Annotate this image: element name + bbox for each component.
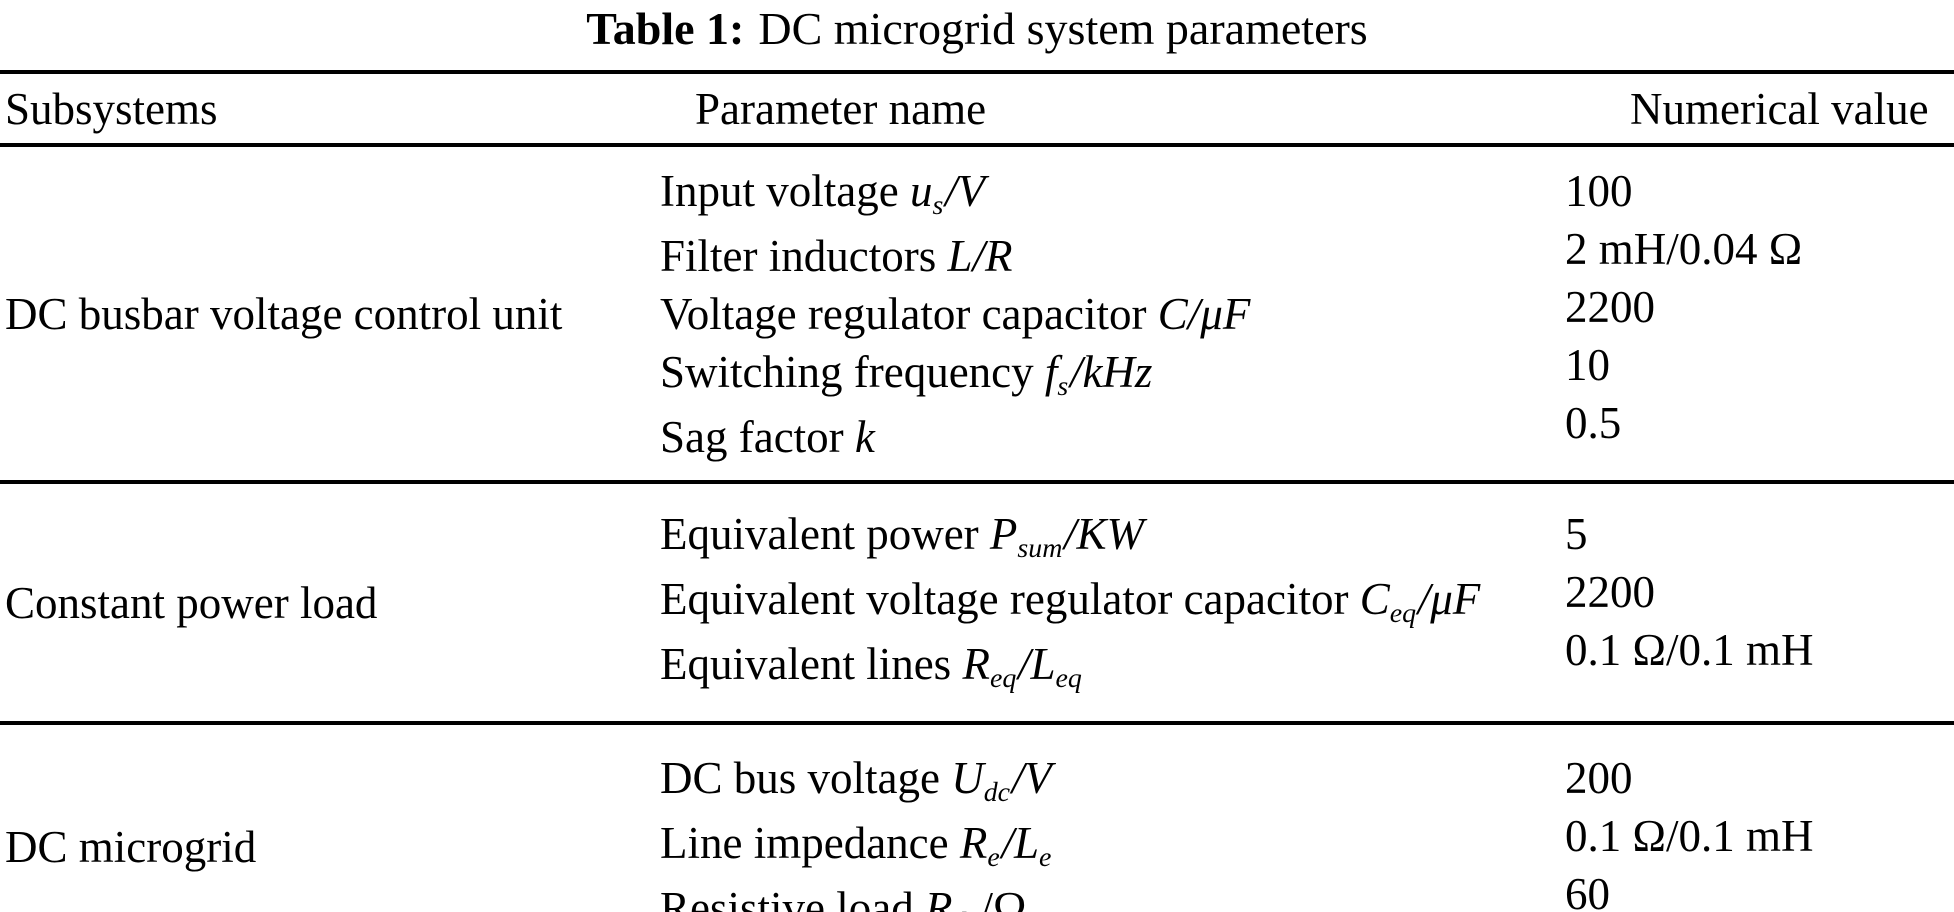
parameter-value: 5 xyxy=(1565,509,1588,559)
header-subsystems: Subsystems xyxy=(5,83,218,134)
numerical-value-column: 5 2200 0.1 Ω/0.1 mH xyxy=(1563,505,1954,700)
params-table: Subsystems Parameter name Numerical valu… xyxy=(0,70,1954,912)
table-title-label: Table 1: xyxy=(586,3,745,54)
header-parameter-name: Parameter name xyxy=(695,83,987,134)
table-title-text: DC microgrid system parameters xyxy=(758,3,1368,54)
parameter-value: 200 xyxy=(1565,753,1633,803)
parameter-name: Resistive load Rdc/Ω xyxy=(660,883,1027,912)
parameter-value: 100 xyxy=(1565,166,1633,216)
parameter-name-column: DC bus voltage Udc/V Line impedance Re/Le… xyxy=(655,749,1563,912)
group-section: DC microgrid DC bus voltage Udc/V Line imp… xyxy=(0,725,1954,912)
parameter-name: Input voltage us/V xyxy=(660,166,985,221)
subsystem-label: DC busbar voltage control unit xyxy=(5,289,563,339)
parameter-value: 0.5 xyxy=(1565,398,1622,448)
subsystem-label: DC microgrid xyxy=(5,821,257,872)
parameter-value: 10 xyxy=(1565,340,1610,390)
parameter-name: DC bus voltage Udc/V xyxy=(660,753,1052,808)
parameter-value: 0.1 Ω/0.1 mH xyxy=(1565,811,1814,861)
parameter-name: Equivalent lines Req/Leq xyxy=(660,639,1082,694)
parameter-value: 2200 xyxy=(1565,567,1655,617)
parameter-name: Filter inductors L/R xyxy=(660,231,1013,281)
table-header-row: Subsystems Parameter name Numerical valu… xyxy=(0,74,1954,147)
parameter-name: Equivalent voltage regulator capacitor C… xyxy=(660,574,1481,629)
parameter-value: 2200 xyxy=(1565,282,1655,332)
group-section: Constant power load Equivalent power Psum… xyxy=(0,484,1954,725)
parameter-name: Sag factor k xyxy=(660,412,875,462)
parameter-name: Voltage regulator capacitor C/μF xyxy=(660,289,1251,339)
parameter-name: Equivalent power Psum/KW xyxy=(660,509,1145,564)
parameter-value: 0.1 Ω/0.1 mH xyxy=(1565,625,1814,675)
parameter-name-column: Equivalent power Psum/KW Equivalent volta… xyxy=(655,505,1563,700)
parameter-name: Switching frequency fs/kHz xyxy=(660,347,1153,402)
numerical-value-column: 100 2 mH/0.04 Ω 2200 10 0.5 xyxy=(1563,162,1954,466)
header-numerical-value: Numerical value xyxy=(1630,83,1929,134)
parameter-name: Line impedance Re/Le xyxy=(660,818,1052,873)
table-title: Table 1: DC microgrid system parameters xyxy=(0,0,1954,58)
subsystem-label: Constant power load xyxy=(5,577,378,628)
parameter-value: 60 xyxy=(1565,869,1610,912)
numerical-value-column: 200 0.1 Ω/0.1 mH 60 xyxy=(1563,749,1954,912)
parameter-name-column: Input voltage us/V Filter inductors L/R Vo… xyxy=(655,162,1563,466)
parameter-value: 2 mH/0.04 Ω xyxy=(1565,224,1803,274)
group-section: DC busbar voltage control unit Input volt… xyxy=(0,147,1954,484)
